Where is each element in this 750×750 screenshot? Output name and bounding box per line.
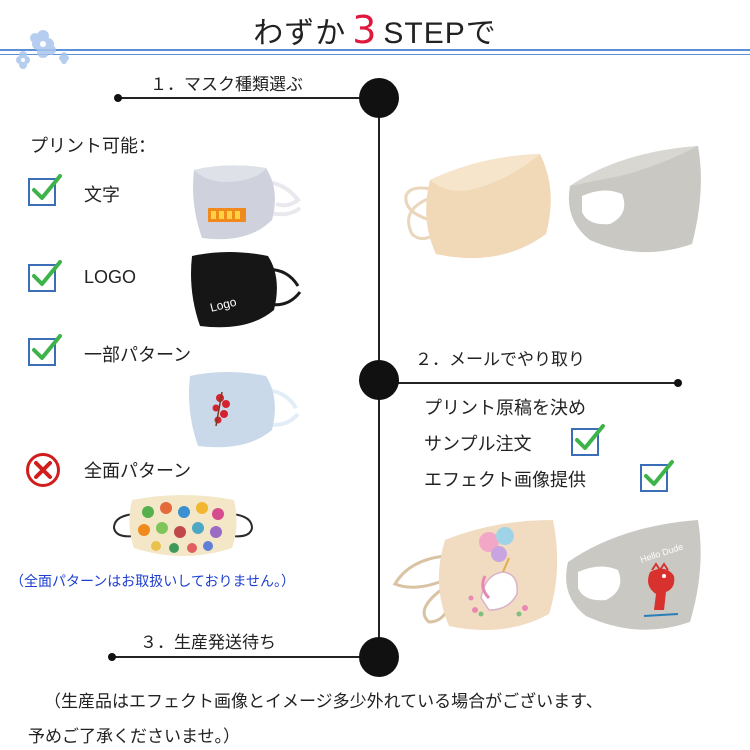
option4-label: 全面パターン <box>84 461 192 482</box>
step2-marker <box>359 360 399 400</box>
print-options-heading: プリント可能： <box>30 136 156 157</box>
step3-marker <box>359 637 399 677</box>
dinosaur-print-mask-image: Hello Dude <box>566 520 701 630</box>
option3-check-icon <box>28 334 62 366</box>
option4-x-icon <box>26 453 60 487</box>
step2-label: ２．メールでやり取り <box>415 350 585 370</box>
effect-image-check-icon <box>640 460 674 492</box>
step2-end-dot <box>674 379 682 387</box>
option2-check-icon <box>28 260 62 292</box>
text-print-mask-image <box>193 165 302 240</box>
step3-label: ３．生産発送待ち <box>140 633 276 653</box>
option1-check-icon <box>28 174 62 206</box>
email-step-line2: サンプル注文 <box>424 434 532 455</box>
logo-mask-text: Logo <box>209 295 239 315</box>
step2-line <box>380 382 678 384</box>
step1-end-dot <box>114 94 122 102</box>
full-pattern-mask-image <box>112 495 254 556</box>
step1-label: １．マスク種類選ぶ <box>150 75 303 95</box>
flower-decoration-icon <box>16 30 69 69</box>
sample-order-check-icon <box>571 424 605 456</box>
gray-mask-image <box>568 146 701 253</box>
email-step-line1: プリント原稿を決め <box>424 398 586 419</box>
option2-label: LOGO <box>84 267 137 287</box>
step3-end-dot <box>108 653 116 661</box>
option1-label: 文字 <box>84 185 120 206</box>
title-rule-top <box>0 49 750 51</box>
logo-print-mask-image: Logo <box>191 252 302 328</box>
unicorn-print-mask-image <box>392 520 558 630</box>
step3-line <box>112 656 380 658</box>
option3-label: 一部パターン <box>84 345 192 366</box>
footer-note-line1: （生産品はエフェクト画像とイメージ多少外れている場合がございます、 <box>44 692 603 712</box>
step1-line <box>118 97 380 99</box>
title-prefix: わずか <box>253 16 347 51</box>
title-suffix: STEPで <box>383 17 497 50</box>
beige-mask-image <box>404 154 551 259</box>
footer-note-line2: 予めご了承くださいませ。） <box>28 727 240 747</box>
title-number: 3 <box>352 8 378 52</box>
full-pattern-note: （全面パターンはお取扱いしておりません。） <box>10 574 296 590</box>
step1-marker <box>359 78 399 118</box>
title-rule-bottom <box>0 54 750 55</box>
email-step-line3: エフェクト画像提供 <box>424 470 586 491</box>
partial-pattern-mask-image <box>189 372 300 448</box>
